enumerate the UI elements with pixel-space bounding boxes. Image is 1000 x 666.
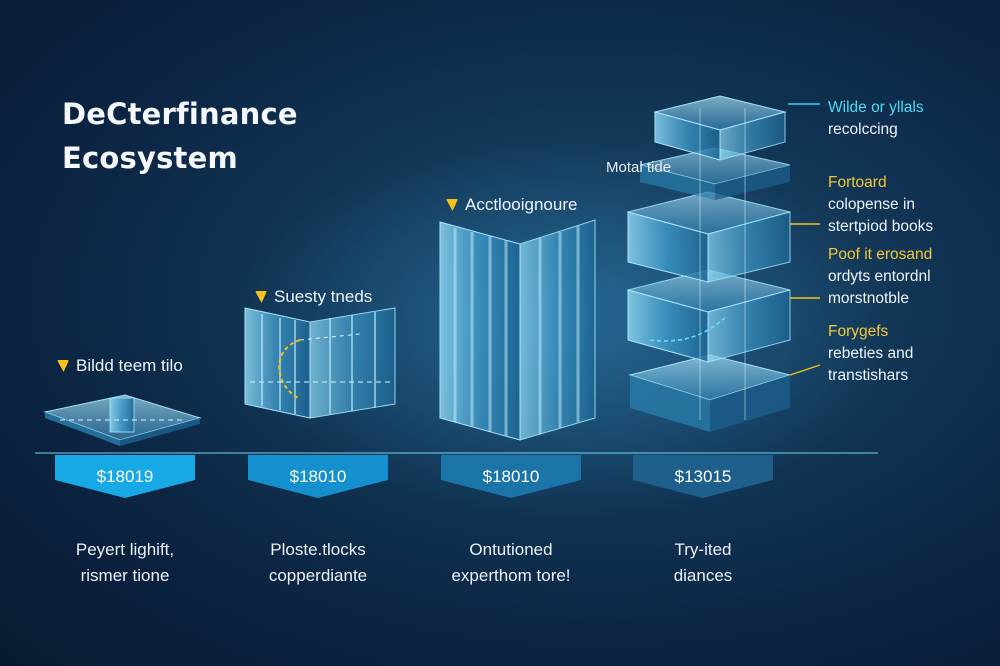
warning-badge-icon (255, 291, 267, 303)
stage-1-label: Bildd teem tilo (57, 356, 183, 376)
caption-3: Ontutioned experthom tore! (451, 540, 571, 585)
stage-3-label: Acctlooignoure (446, 195, 577, 215)
page-title: DeCterfinance Ecosystem (62, 92, 362, 180)
stage-3-block (439, 219, 596, 441)
title-line-1: DeCterfinance (62, 97, 298, 131)
stage-1-block (43, 394, 202, 446)
stage-2-block (244, 307, 396, 419)
stage-2-label: Suesty tneds (255, 287, 372, 307)
side-note-1: Wilde or yllals recolccing (828, 99, 924, 138)
caption-1: Peyert lighift, rismer tione (75, 540, 175, 585)
stage-4-block (626, 95, 821, 432)
caption-2: Ploste.tlocks copperdiante (268, 540, 368, 585)
title-line-2: Ecosystem (62, 141, 238, 175)
warning-badge-icon (57, 360, 69, 372)
caption-4: Try-ited diances (673, 540, 733, 585)
stage-4-label: Motal tide (606, 159, 672, 176)
warning-badge-icon (446, 199, 458, 211)
side-note-2: Fortoard colopense in stertpiod books (828, 174, 934, 235)
side-note-3: Poof it erosand ordyts entordnl morstnot… (828, 246, 933, 307)
side-note-4: Forygefs rebeties and transtishars (828, 323, 914, 384)
